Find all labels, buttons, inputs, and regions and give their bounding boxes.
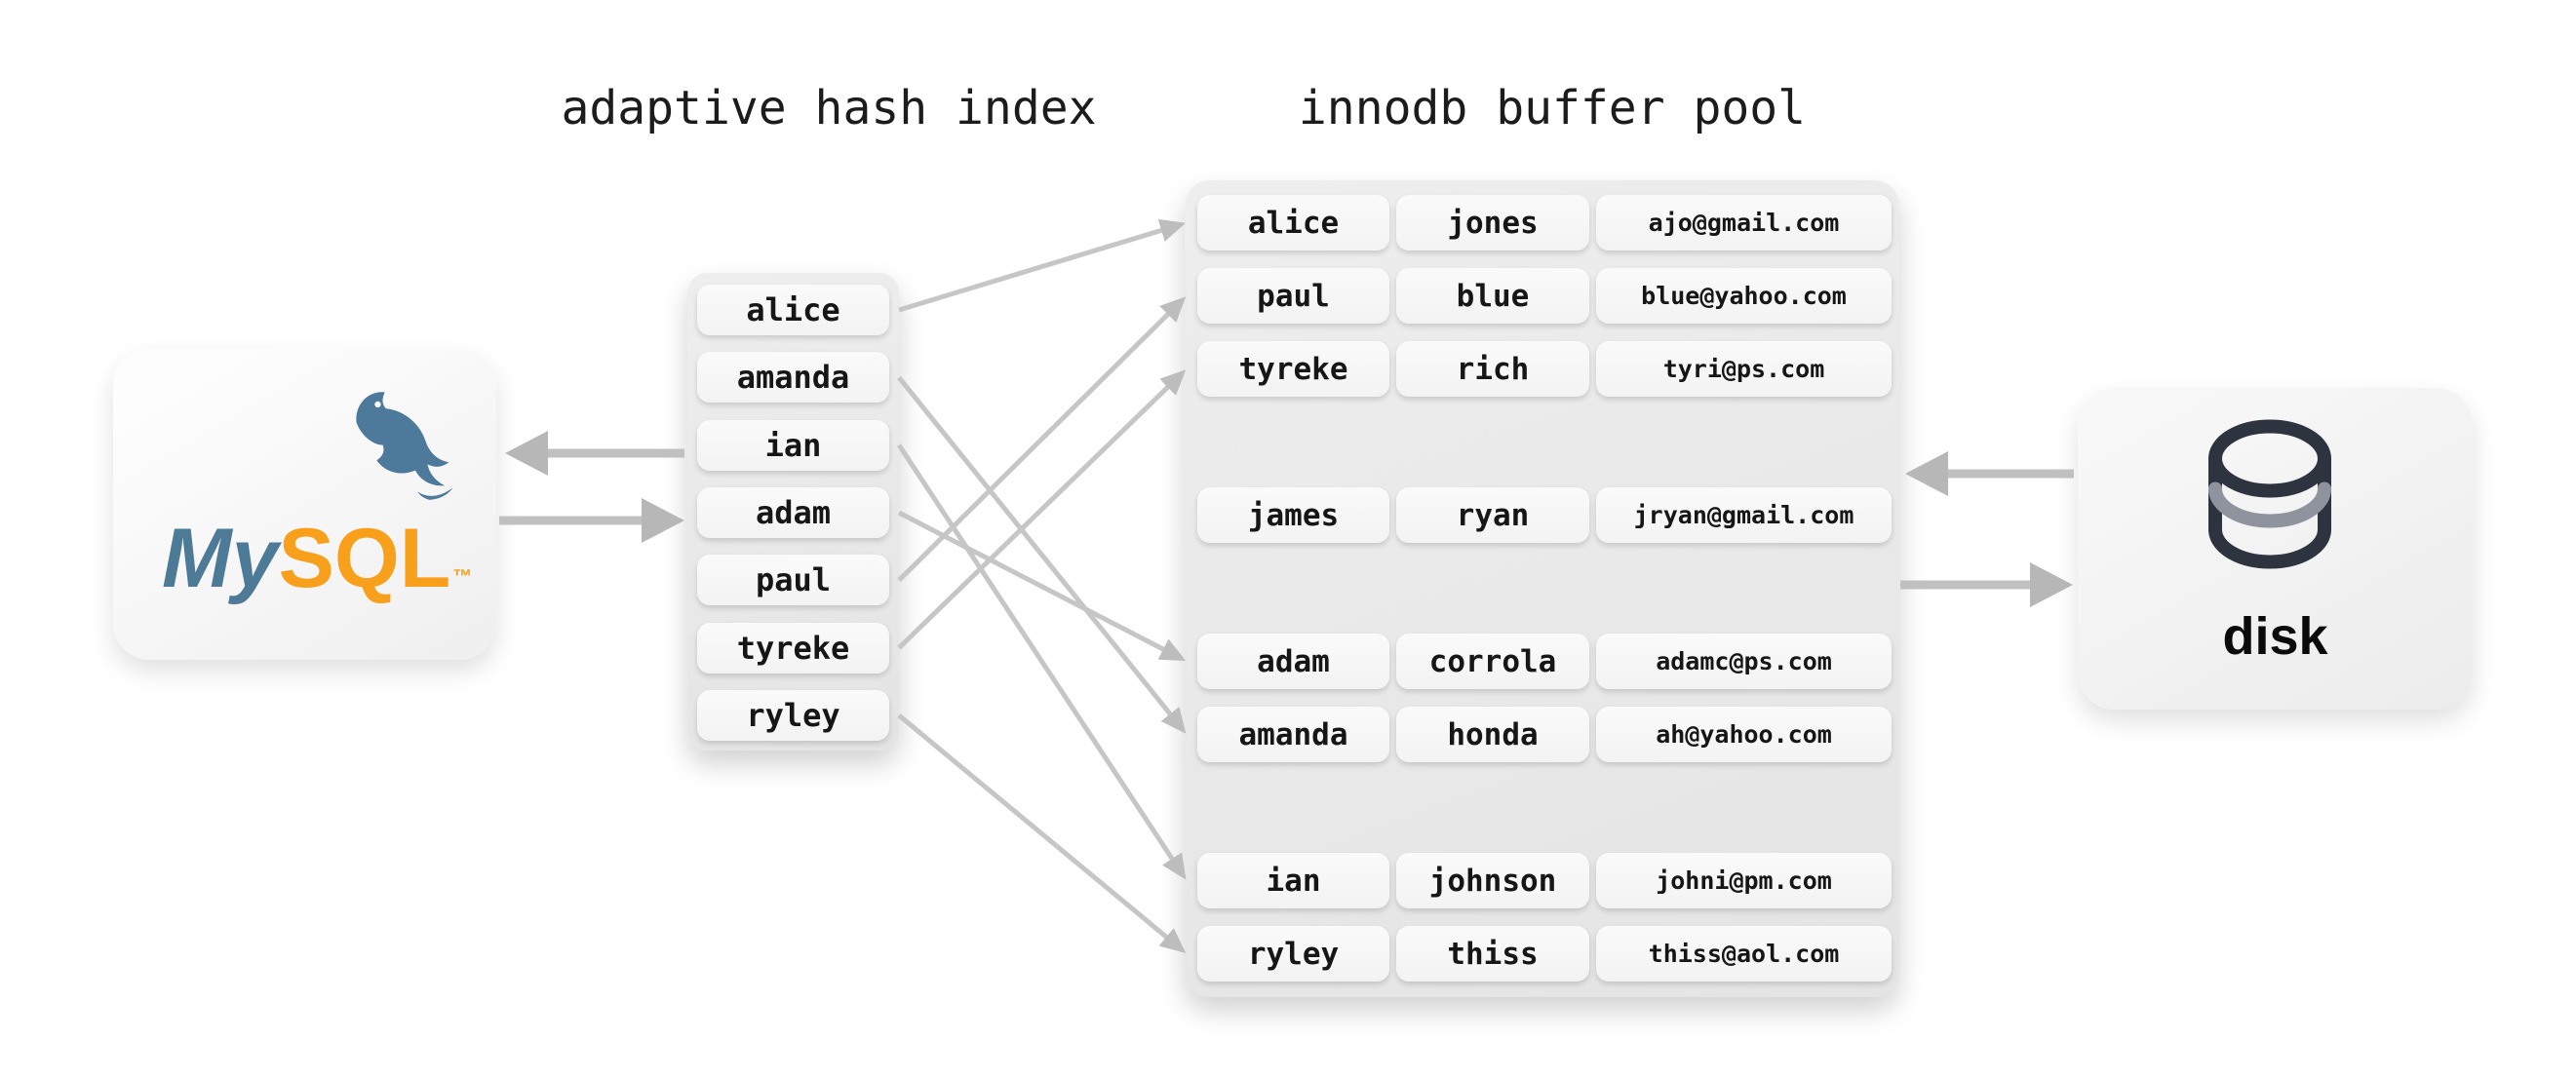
buffer-cell-first-adam: adam <box>1197 634 1389 689</box>
buffer-cell-first-ian: ian <box>1197 853 1389 908</box>
mysql-dolphin-icon <box>356 392 453 500</box>
link-paul <box>897 296 1187 583</box>
hash-index-title: adaptive hash index <box>561 81 1097 135</box>
hash-item-paul: paul <box>697 555 889 606</box>
buffer-cell-email-tyreke: tyri@ps.com <box>1596 341 1892 397</box>
buffer-cell-first-paul: paul <box>1197 268 1389 324</box>
hash-item-adam: adam <box>697 486 889 538</box>
database-cylinder-icon <box>2208 419 2331 569</box>
hash-item-ian: ian <box>697 419 889 471</box>
link-alice <box>898 218 1187 313</box>
buffer-cell-last-ian: johnson <box>1396 853 1589 908</box>
buffer-cell-email-ryley: thiss@aol.com <box>1596 926 1892 982</box>
buffer-cell-email-paul: blue@yahoo.com <box>1596 268 1892 324</box>
buffer-cell-last-james: ryan <box>1396 487 1589 543</box>
disk-box: disk <box>2078 388 2473 710</box>
link-amanda <box>897 375 1187 734</box>
buffer-cell-last-alice: jones <box>1396 195 1589 250</box>
hash-item-amanda: amanda <box>697 352 889 404</box>
mysql-wordmark-sql: SQL <box>278 512 451 605</box>
link-tyreke <box>897 369 1187 650</box>
mysql-wordmark-my: My <box>162 512 279 605</box>
hash-item-tyreke: tyreke <box>697 622 889 674</box>
buffer-pool-title: innodb buffer pool <box>1298 81 1807 135</box>
link-adam <box>897 510 1187 662</box>
mysql-trademark: ™ <box>452 566 473 588</box>
buffer-cell-first-amanda: amanda <box>1197 707 1389 762</box>
buffer-cell-first-alice: alice <box>1197 195 1389 250</box>
link-ian <box>896 443 1187 880</box>
disk-label: disk <box>2222 607 2328 666</box>
buffer-cell-first-tyreke: tyreke <box>1197 341 1389 397</box>
buffer-cell-last-adam: corrola <box>1396 634 1589 689</box>
buffer-cell-email-alice: ajo@gmail.com <box>1596 195 1892 250</box>
buffer-cell-email-james: jryan@gmail.com <box>1596 487 1892 543</box>
buffer-cell-email-ian: johni@pm.com <box>1596 853 1892 908</box>
buffer-cell-last-paul: blue <box>1396 268 1589 324</box>
buffer-cell-last-tyreke: rich <box>1396 341 1589 397</box>
buffer-cell-first-james: james <box>1197 487 1389 543</box>
buffer-cell-last-ryley: thiss <box>1396 926 1589 982</box>
buffer-cell-email-amanda: ah@yahoo.com <box>1596 707 1892 762</box>
buffer-cell-first-ryley: ryley <box>1197 926 1389 982</box>
hash-item-alice: alice <box>697 285 889 335</box>
buffer-cell-last-amanda: honda <box>1396 707 1589 762</box>
buffer-cell-email-adam: adamc@ps.com <box>1596 634 1892 689</box>
link-ryley <box>897 713 1187 953</box>
hash-item-ryley: ryley <box>697 689 889 741</box>
hash-index-box: alice amanda ian adam paul tyreke ryley <box>687 273 899 751</box>
